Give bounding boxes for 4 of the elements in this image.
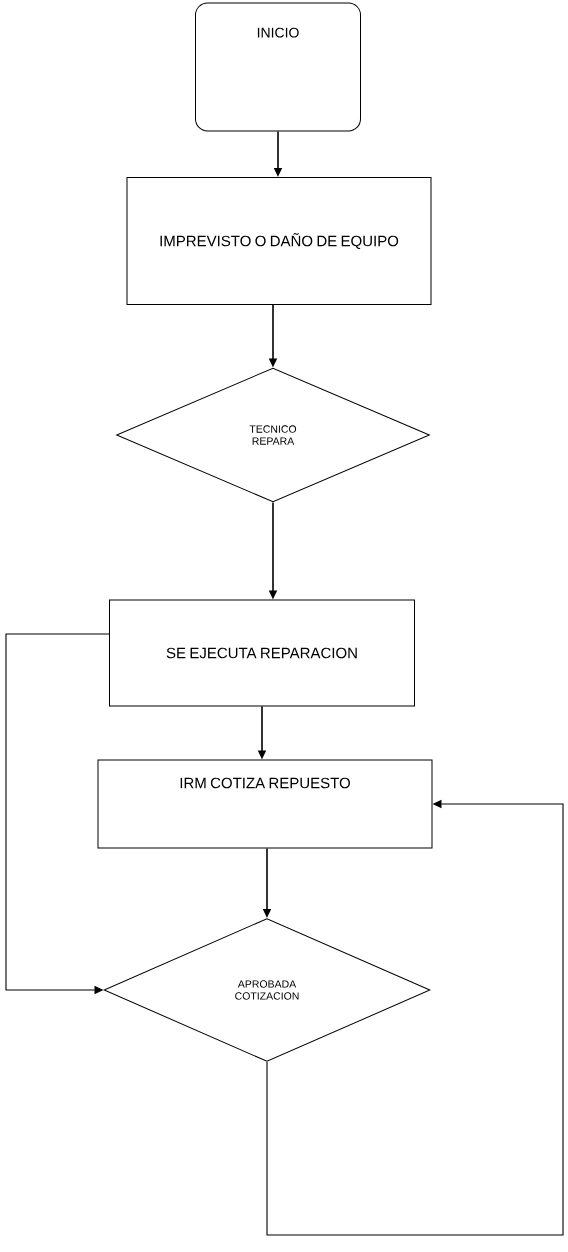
- process-box: IRM COTIZA REPUESTO: [97, 759, 433, 849]
- start-box: INICIO: [195, 2, 361, 132]
- process-box: SE EJECUTA REPARACION: [109, 599, 415, 707]
- process-box: IMPREVISTO O DAÑO DE EQUIPO: [126, 177, 432, 305]
